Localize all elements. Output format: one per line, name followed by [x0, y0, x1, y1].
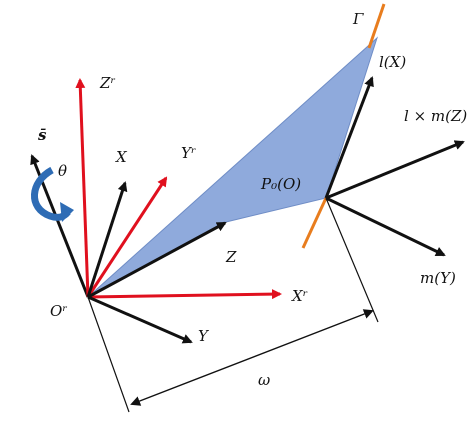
y-r-label: Yʳ: [181, 144, 196, 162]
z-label: Z: [225, 248, 237, 266]
x-label: X: [115, 148, 128, 166]
s-bar-label: s̄: [38, 126, 47, 144]
p0-label: P₀(O): [260, 175, 301, 193]
l-x-axis: [324, 76, 374, 199]
dimension-extension-right: [325, 197, 379, 323]
m-y-label: m(Y): [420, 269, 456, 287]
dimension-extension-left: [87, 296, 130, 413]
omega-label: ω: [258, 371, 270, 389]
z-r-axis: [75, 78, 90, 298]
z-axis: [87, 221, 227, 299]
y-axis: [87, 295, 193, 344]
m-y-axis: [325, 196, 446, 257]
x-r-axis: [87, 289, 282, 300]
y-label: Y: [198, 327, 210, 345]
theta-label: θ: [58, 162, 67, 180]
gamma-line-lower: [301, 197, 328, 249]
l-cross-m-label: l × m(Z): [404, 107, 467, 125]
gamma-label: Γ: [352, 10, 364, 28]
x-r-label: Xʳ: [291, 287, 308, 305]
x-axis: [86, 181, 128, 298]
omega-dimension-line: [130, 309, 374, 406]
l-cross-m-axis: [325, 140, 465, 200]
gamma-line: [367, 3, 386, 49]
z-r-label: Zʳ: [99, 74, 116, 92]
y-r-axis: [86, 176, 168, 298]
o-r-label: Oʳ: [50, 302, 68, 320]
l-x-label: l(X): [379, 53, 406, 71]
rotation-arrow-head: [60, 202, 74, 222]
